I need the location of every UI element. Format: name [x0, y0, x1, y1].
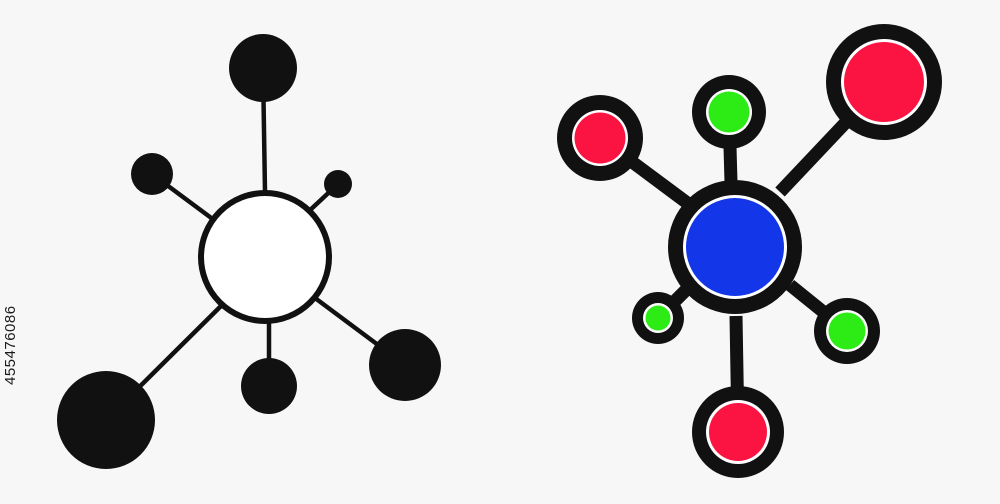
hub-node [198, 190, 332, 324]
node-bottom [241, 358, 297, 414]
node-lower-right [369, 329, 441, 401]
hub-node [668, 180, 802, 314]
node-upper-left [131, 153, 173, 195]
node-bottom-red [692, 386, 784, 478]
node-lower-left [57, 371, 155, 469]
network-icon-colored [557, 24, 942, 478]
node-top [229, 34, 297, 102]
stock-image-id: 455476086 [2, 305, 19, 385]
node-lower-left-green [632, 292, 684, 344]
node-top-green [692, 75, 766, 149]
node-lower-right-green [814, 298, 880, 364]
node-upper-right [324, 170, 352, 198]
network-icon-monochrome [57, 34, 441, 469]
node-upper-right-red [826, 24, 942, 140]
node-upper-left-red [557, 95, 643, 181]
